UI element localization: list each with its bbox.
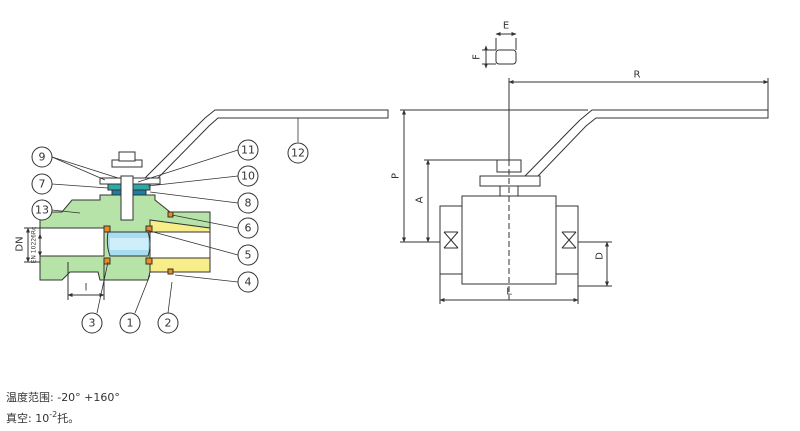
outline-end-right (555, 205, 579, 275)
ball-port (110, 238, 148, 250)
callout-6: 6 (245, 222, 252, 235)
callout-3: 3 (89, 317, 96, 330)
vacuum-label: 真空: (6, 412, 32, 425)
dim-L: L (506, 287, 512, 298)
callout-circle-8 (237, 192, 259, 214)
callout-circle-4 (237, 271, 259, 293)
callout-circle-13 (31, 199, 53, 221)
dim-l: l (85, 283, 88, 294)
callout-leaders (51, 118, 299, 314)
stem (120, 175, 134, 221)
vacuum-line: 真空: 10-2托。 (6, 406, 120, 427)
callout-4: 4 (245, 276, 252, 289)
vacuum-exponent: -2 (49, 410, 58, 419)
dim-R: R (634, 70, 641, 81)
callout-2: 2 (165, 317, 172, 330)
callout-circle-5 (237, 244, 259, 266)
outline-handle-base (479, 175, 541, 187)
dim-EN: EN 10226Rc (31, 227, 38, 264)
callout-circle-3 (81, 312, 103, 334)
outline-view (400, 32, 769, 304)
callout-12: 12 (291, 147, 305, 160)
temperature-line: 温度范围: -20° +160° (6, 389, 120, 406)
spec-block: 温度范围: -20° +160° 真空: 10-2托。 (6, 389, 120, 427)
seat-left-bottom (103, 257, 111, 265)
callout-8: 8 (245, 197, 252, 210)
callout-13: 13 (35, 204, 49, 217)
callout-11: 11 (241, 144, 255, 157)
lever-handle (143, 109, 389, 179)
callout-circle-10 (237, 165, 259, 187)
dim-F: F (472, 54, 483, 60)
dim-DN: DN (15, 236, 26, 251)
dim-P: P (391, 173, 402, 179)
callout-circles (31, 139, 309, 334)
seat-left-top (103, 225, 111, 233)
vacuum-unit: 托。 (57, 412, 80, 425)
callout-circle-6 (237, 217, 259, 239)
body-seal-top (167, 211, 174, 218)
callout-circle-2 (157, 312, 179, 334)
callout-1: 1 (127, 317, 134, 330)
handle-end-detail (495, 49, 517, 65)
temperature-label: 温度范围: (6, 391, 54, 404)
dim-E: E (503, 21, 509, 32)
vacuum-base: 10 (35, 412, 50, 425)
section-view (24, 109, 389, 300)
callout-circle-7 (31, 173, 53, 195)
dim-A: A (415, 196, 426, 203)
dim-D: D (595, 252, 606, 260)
body-seal-bottom (167, 268, 174, 275)
callout-7: 7 (39, 178, 46, 191)
callout-9: 9 (39, 151, 46, 164)
left-bore (39, 227, 105, 257)
callout-10: 10 (241, 170, 255, 183)
temperature-value: -20° +160° (57, 391, 120, 404)
callout-circle-11 (237, 139, 259, 161)
seat-right-bottom (145, 257, 153, 265)
callout-circle-9 (31, 146, 53, 168)
outline-lever (523, 109, 769, 177)
callout-circle-12 (287, 142, 309, 164)
stem-top (118, 151, 136, 162)
callout-circle-1 (119, 312, 141, 334)
callout-5: 5 (245, 249, 252, 262)
seat-right-top (145, 225, 153, 233)
